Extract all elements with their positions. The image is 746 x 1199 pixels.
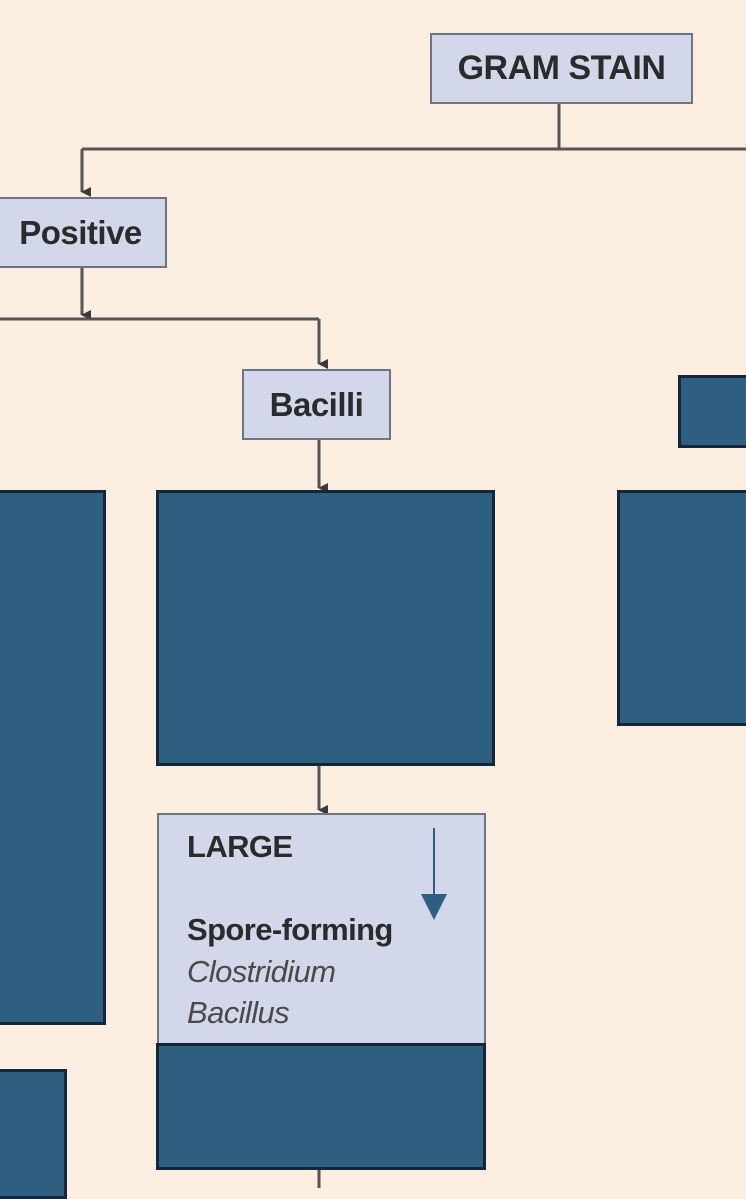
hidden-block-right (617, 490, 746, 726)
size-label: LARGE (187, 829, 293, 864)
annotation-arrow-icon (421, 828, 447, 920)
hidden-block-right-small (678, 375, 746, 448)
gram-stain-box: GRAM STAIN (430, 33, 693, 104)
category-label: Spore-forming (187, 912, 393, 947)
large-spore-forming-box: LARGE Spore-forming Clostridium Bacillus (157, 813, 486, 1049)
hidden-block-bottom-left (0, 1069, 67, 1199)
positive-box: Positive (0, 197, 167, 268)
connector-gram-stain-split (82, 104, 746, 151)
hidden-block-left-tall (0, 490, 106, 1025)
bacilli-box: Bacilli (242, 369, 391, 440)
hidden-block-center (156, 490, 495, 766)
organism-bacillus: Bacillus (187, 995, 290, 1030)
organism-clostridium: Clostridium (187, 954, 336, 989)
hidden-block-under-info (156, 1043, 486, 1170)
